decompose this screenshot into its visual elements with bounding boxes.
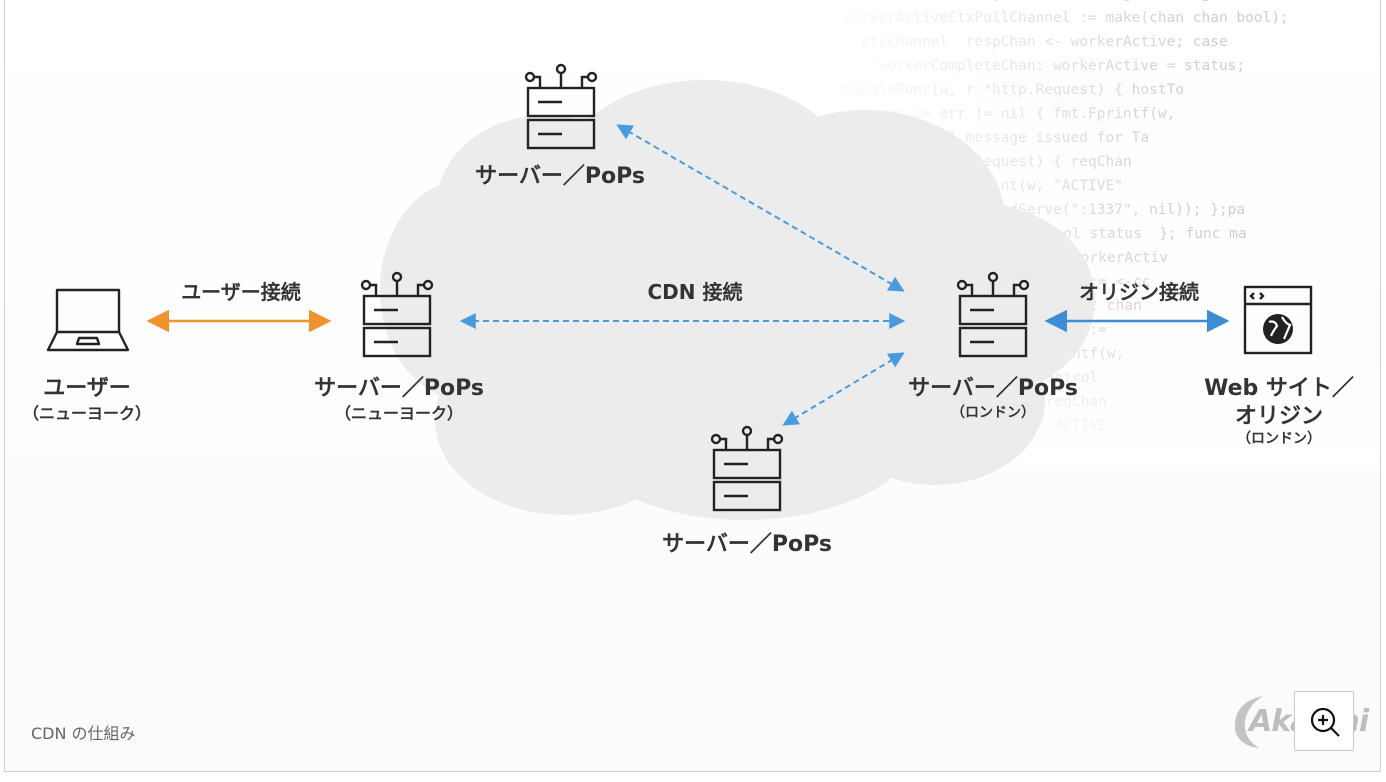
origin-label-line1: Web サイト／	[1204, 376, 1354, 401]
server-top-icon	[524, 63, 598, 150]
server-bottom-icon	[710, 425, 784, 512]
browser-globe-icon	[1243, 285, 1313, 355]
server-ny-label: サーバー／PoPs	[314, 376, 484, 401]
origin-connection-label: オリジン接続	[1079, 280, 1199, 304]
zoom-in-icon	[1310, 707, 1340, 737]
cdn-connection-arrow-bottom-london	[782, 352, 905, 426]
origin-location-label: （ロンドン）	[1237, 431, 1321, 447]
user-label: ユーザー	[43, 376, 131, 401]
laptop-icon	[46, 288, 130, 352]
connections-layer	[146, 124, 1230, 426]
diagram-caption: CDN の仕組み	[31, 724, 136, 743]
server-top-label: サーバー／PoPs	[475, 164, 645, 189]
server-london-location-label: （ロンドン）	[951, 405, 1035, 421]
user-connection-label: ユーザー接続	[181, 280, 301, 304]
user-location-label: （ニューヨーク）	[22, 404, 151, 423]
server-ny-location-label: （ニューヨーク）	[334, 404, 463, 423]
zoom-in-button[interactable]	[1294, 691, 1354, 751]
cdn-connection-arrow-top-london	[616, 124, 905, 292]
cdn-connection-label: CDN 接続	[647, 280, 743, 304]
origin-label-line2: オリジン	[1234, 404, 1323, 429]
server-london-label: サーバー／PoPs	[908, 376, 1078, 401]
server-ny-icon	[360, 271, 434, 358]
server-bottom-label: サーバー／PoPs	[662, 532, 832, 557]
diagram-frame: func ChannelMessage Select { Target Stri…	[4, 0, 1381, 772]
server-london-icon	[956, 271, 1030, 358]
